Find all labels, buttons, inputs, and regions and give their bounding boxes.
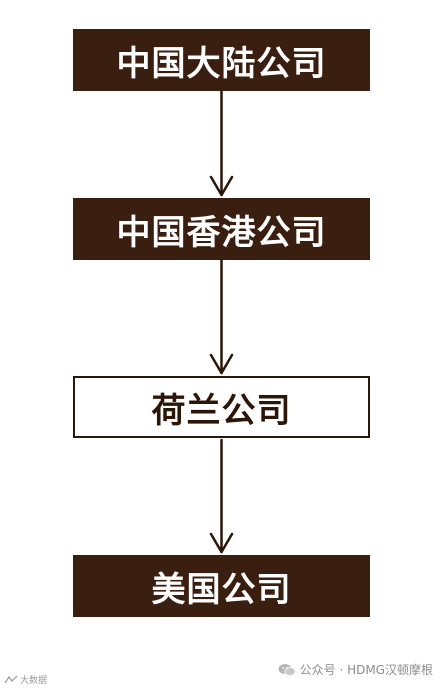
- node-label: 中国香港公司: [116, 212, 327, 253]
- node-mainland-china-company: 中国大陆公司: [73, 29, 370, 91]
- logo-icon: [4, 675, 18, 683]
- node-label: 美国公司: [151, 569, 292, 610]
- node-netherlands-company: 荷兰公司: [73, 376, 370, 438]
- arrow-hongkong-to-netherlands: [209, 258, 234, 375]
- watermark-right: 公众号 · HDMG汉顿摩根: [278, 661, 433, 678]
- node-label: 荷兰公司: [151, 390, 292, 431]
- node-hong-kong-company: 中国香港公司: [73, 198, 370, 260]
- node-us-company: 美国公司: [73, 555, 370, 617]
- node-label: 中国大陆公司: [116, 43, 327, 84]
- watermark-left: 大数据: [4, 673, 47, 686]
- watermark-left-text: 大数据: [20, 676, 48, 686]
- arrow-netherlands-to-us: [209, 438, 234, 554]
- watermark-right-text: 公众号 · HDMG汉顿摩根: [299, 663, 433, 677]
- wechat-icon: [278, 663, 296, 676]
- arrow-mainland-to-hongkong: [209, 89, 234, 197]
